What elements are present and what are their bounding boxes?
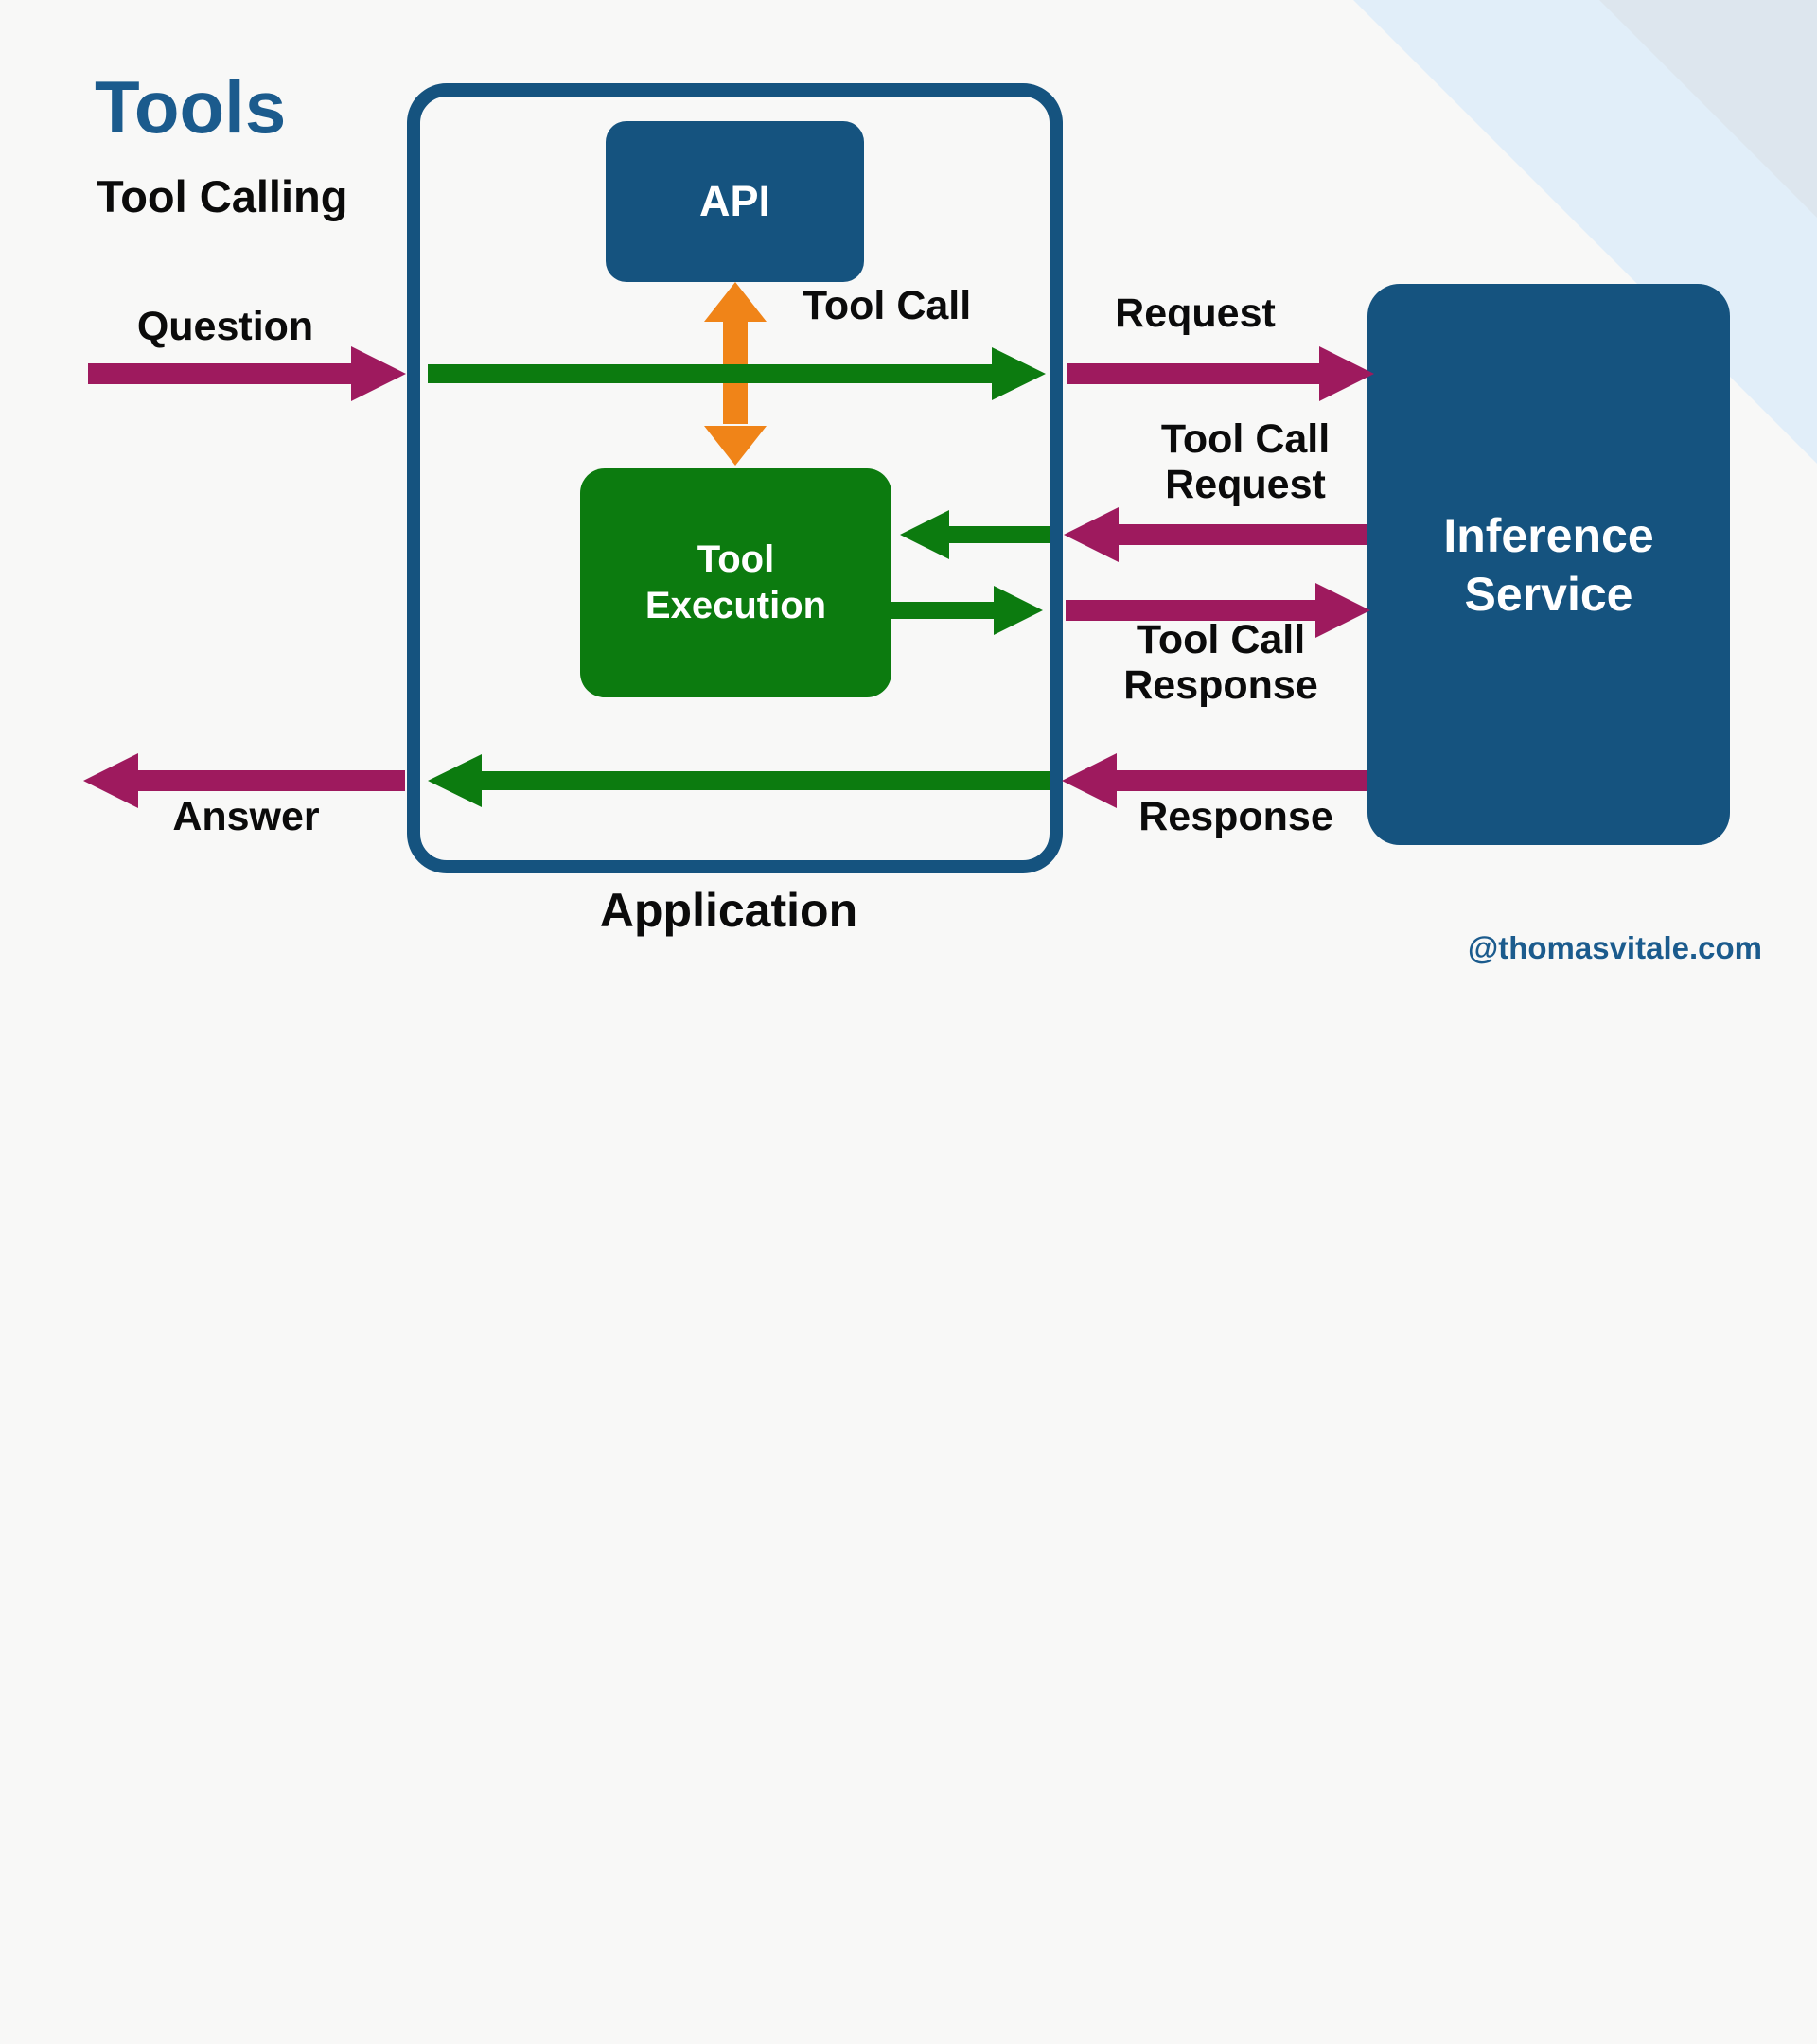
- tool-execution-box: Tool Execution: [580, 468, 891, 697]
- watermark: @thomasvitale.com: [1468, 930, 1762, 965]
- inference-service-box: Inference Service: [1367, 284, 1730, 845]
- response-arrow-shaft: [1117, 770, 1367, 791]
- toolcallresponse-arrowhead-right-icon: [1315, 583, 1370, 638]
- api-box-label: API: [698, 177, 770, 225]
- tool-call-arrow-shaft: [428, 364, 994, 383]
- question-arrowhead-right-icon: [351, 346, 406, 401]
- arrowhead-up-to-api-icon: [704, 282, 767, 322]
- question-arrow-shaft: [88, 363, 355, 384]
- response-label: Response: [1138, 794, 1333, 839]
- answer-label: Answer: [172, 794, 320, 839]
- response-inner-arrow-shaft: [481, 771, 1050, 790]
- page-title: Tools: [95, 65, 287, 149]
- toolcallresponse-inner-arrowhead-right-icon: [994, 586, 1043, 635]
- application-label: Application: [599, 884, 858, 937]
- toolcallrequest-inner-arrowhead-left-icon: [900, 510, 949, 559]
- toolcallrequest-arrowhead-left-icon: [1064, 507, 1119, 562]
- arrowhead-down-to-toolexecution-icon: [704, 426, 767, 466]
- request-arrow-shaft: [1067, 363, 1319, 384]
- application-container-box: [407, 83, 1063, 873]
- tool-call-request-label: Tool Call Request: [1160, 416, 1331, 508]
- toolcallrequest-arrow-shaft: [1119, 524, 1367, 545]
- toolcallrequest-inner-arrow-shaft: [949, 526, 1050, 543]
- question-label: Question: [136, 304, 314, 349]
- response-inner-arrowhead-left-icon: [428, 754, 482, 807]
- request-label: Request: [1115, 291, 1276, 336]
- response-arrowhead-left-icon: [1062, 753, 1117, 808]
- tool-call-response-label: Tool Call Response: [1123, 617, 1318, 709]
- tool-execution-box-label: Tool Execution: [644, 538, 827, 626]
- tool-call-arrowhead-right-icon: [992, 347, 1046, 400]
- answer-arrow-shaft: [138, 770, 405, 791]
- toolcallresponse-arrow-shaft: [1066, 600, 1315, 621]
- inference-service-box-label: Inference Service: [1443, 508, 1654, 621]
- tool-call-label: Tool Call: [802, 283, 972, 328]
- toolcallresponse-inner-arrow-shaft: [891, 602, 996, 619]
- answer-arrowhead-left-icon: [83, 753, 138, 808]
- api-box: API: [606, 121, 864, 282]
- request-arrowhead-right-icon: [1319, 346, 1374, 401]
- page-subtitle: Tool Calling: [97, 171, 348, 221]
